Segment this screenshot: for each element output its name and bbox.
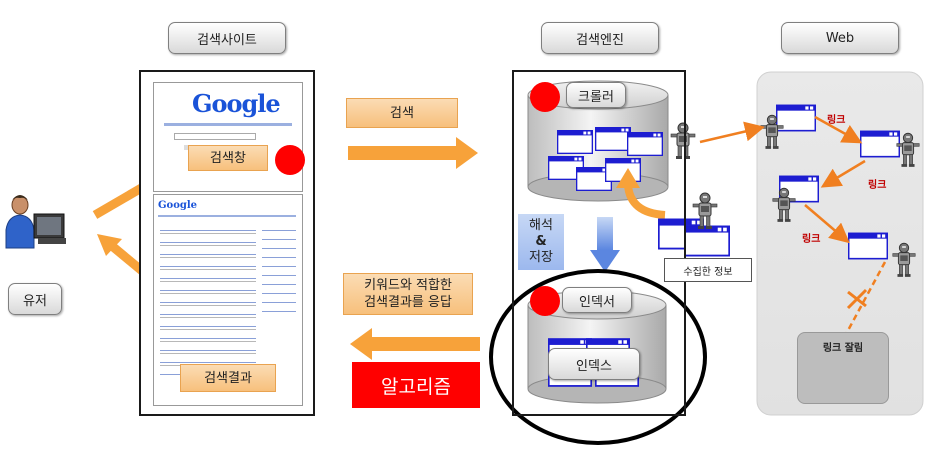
arrow-engine-to-site: [350, 328, 372, 360]
broken-link-label: 링크 잘림: [822, 343, 864, 354]
red-dot-icon: [530, 82, 560, 112]
store-label: 저장: [529, 250, 553, 265]
google-home-screenshot: Google: [153, 82, 303, 192]
google-small-logo: Google: [158, 200, 198, 211]
indexer-label: 인덱서: [562, 287, 632, 313]
search-action-label: 검색: [346, 98, 458, 128]
indexer-highlight-circle: [489, 269, 707, 445]
search-engine-title: 검색엔진: [541, 22, 659, 54]
red-dot-icon: [530, 286, 560, 316]
search-results-label: 검색결과: [180, 364, 276, 392]
link-label-1: 링크: [827, 115, 846, 126]
keyword-response-label: 키워드와 적합한 검색결과를 응답: [343, 273, 473, 315]
keyword-response-line1: 키워드와 적합한: [364, 278, 452, 293]
search-box-label: 검색창: [188, 145, 268, 171]
broken-link-x-icon: [846, 288, 868, 310]
user-label: 유저: [8, 283, 62, 315]
google-logo: Google: [192, 89, 281, 118]
index-label: 인덱스: [548, 348, 640, 380]
search-engine-panel: [512, 70, 686, 416]
and-label: &: [535, 234, 547, 249]
web-title: Web: [781, 22, 899, 54]
search-site-title: 검색사이트: [168, 22, 286, 54]
analyze-label: 해석: [529, 218, 553, 233]
broken-link-box: 링크 잘림: [797, 332, 889, 404]
algorithm-label: 알고리즘: [352, 362, 480, 408]
arrow-collected-to-crawler: [624, 184, 666, 219]
crawler-label: 크롤러: [566, 82, 626, 108]
red-dot-icon: [275, 145, 305, 175]
collected-info-label: 수집한 정보: [664, 258, 752, 282]
blue-down-arrow: [590, 250, 620, 272]
link-label-3: 링크: [802, 234, 821, 245]
analyze-store-label: 해석 & 저장: [518, 214, 564, 270]
search-site-panel: Google Google: [139, 70, 315, 416]
web-region: [756, 71, 924, 416]
arrow-search-to-engine: [456, 137, 478, 169]
broken-link-line: [843, 261, 887, 337]
link-label-2: 링크: [868, 180, 887, 191]
user-icon: [5, 195, 66, 249]
keyword-response-line2: 검색결과를 응답: [364, 295, 452, 310]
google-results-screenshot: Google: [153, 194, 303, 406]
